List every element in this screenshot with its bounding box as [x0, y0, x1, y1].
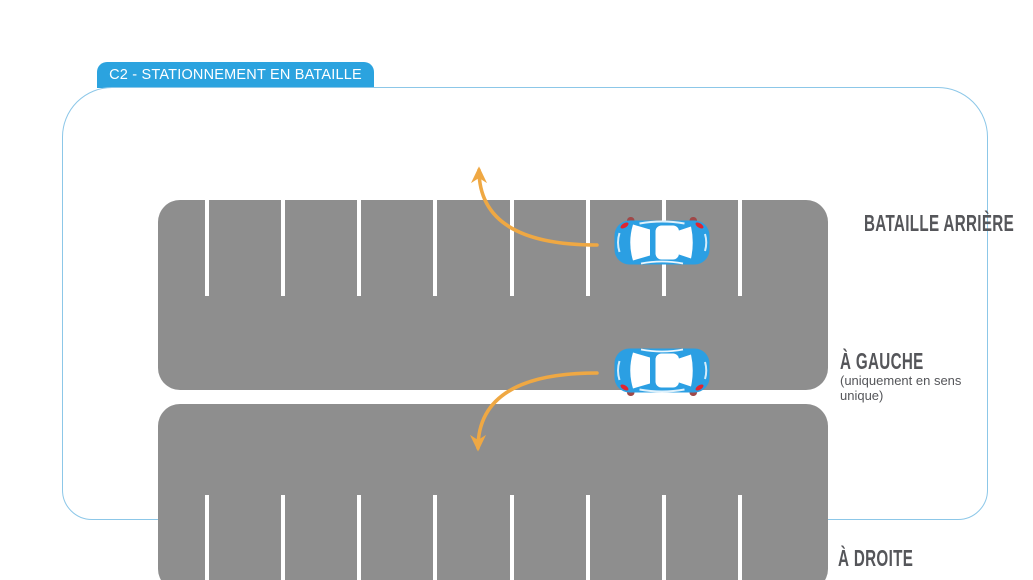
parking-bay-line: [205, 495, 209, 580]
parking-bay-line: [661, 495, 666, 580]
parking-bay-line: [357, 200, 362, 296]
parking-bay-line: [433, 200, 438, 296]
left-variant-title: À GAUCHE: [840, 348, 924, 374]
parking-bay-line: [433, 495, 438, 580]
car-top-view-icon: [612, 345, 712, 397]
parking-bay-line: [509, 200, 514, 296]
maneuver-title: BATAILLE ARRIÈRE: [864, 210, 1015, 236]
left-variant-note: (uniquement en sens unique): [840, 373, 962, 403]
parking-lot-bottom: [158, 404, 828, 580]
parking-bay-line: [281, 200, 286, 296]
car-top-view-icon: [612, 216, 712, 268]
parking-bay-line: [509, 495, 514, 580]
header-tab-label: C2 - STATIONNEMENT EN BATAILLE: [109, 67, 362, 83]
diagram-panel: BATAILLE ARRIÈRE À GAUCHE (uniquement en…: [62, 87, 1014, 580]
right-variant-title: À DROITE: [838, 545, 914, 571]
parking-bay-line: [281, 495, 286, 580]
parking-bay-line: [205, 200, 209, 296]
parking-lot-top: [158, 200, 828, 390]
parking-bay-line: [737, 495, 742, 580]
parking-bay-line: [357, 495, 362, 580]
parking-bay-line: [737, 200, 742, 296]
header-tab: C2 - STATIONNEMENT EN BATAILLE: [97, 62, 374, 88]
parking-bay-line: [585, 200, 590, 296]
parking-bay-line: [585, 495, 590, 580]
